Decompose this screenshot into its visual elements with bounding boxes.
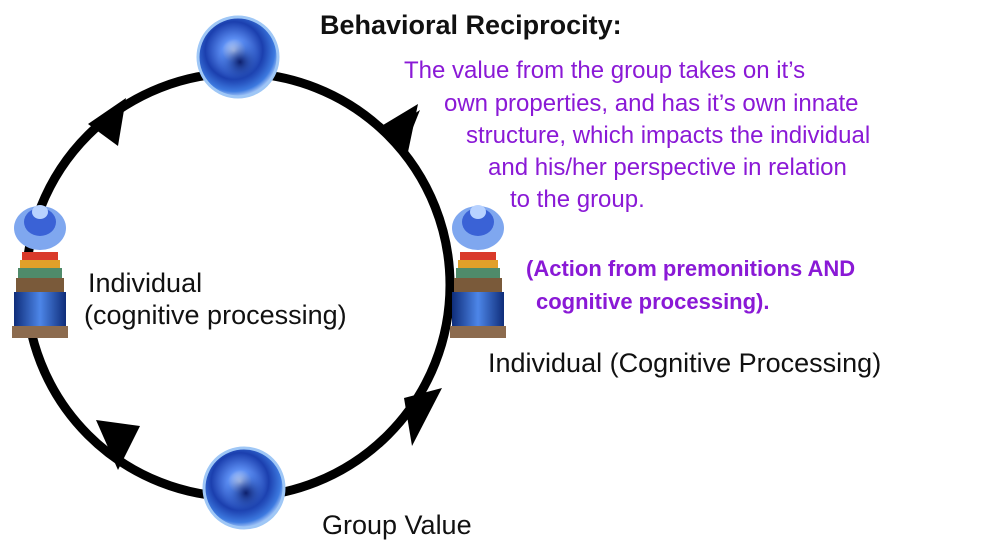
left-node-label-line-2: (cognitive processing) bbox=[84, 300, 347, 330]
arrow-top-left-icon bbox=[88, 98, 126, 146]
globe-sphere-icon bbox=[202, 446, 286, 530]
arrow-bottom-right-icon bbox=[404, 388, 442, 446]
note-line-1: (Action from premonitions AND bbox=[526, 256, 856, 281]
diagram-title: Behavioral Reciprocity: bbox=[320, 10, 622, 40]
description-line-2: own properties, and has it’s own innate bbox=[444, 90, 859, 117]
left-node-label-line-1: Individual bbox=[88, 268, 203, 298]
globe-sphere-icon bbox=[196, 15, 280, 99]
description-line-5: to the group. bbox=[510, 186, 645, 213]
note-line-2: cognitive processing). bbox=[536, 289, 770, 314]
bottom-node-label: Group Value bbox=[322, 510, 472, 540]
brain-head-icon bbox=[450, 205, 506, 338]
brain-head-icon bbox=[12, 205, 68, 338]
description-line-4: and his/her perspective in relation bbox=[488, 154, 847, 181]
arrow-bottom-left-icon bbox=[96, 420, 140, 470]
right-node-label: Individual (Cognitive Processing) bbox=[488, 348, 882, 378]
description-line-3: structure, which impacts the individual bbox=[466, 122, 871, 149]
description-line-1: The value from the group takes on it’s bbox=[404, 57, 806, 84]
arrow-top-right-icon bbox=[378, 104, 418, 152]
